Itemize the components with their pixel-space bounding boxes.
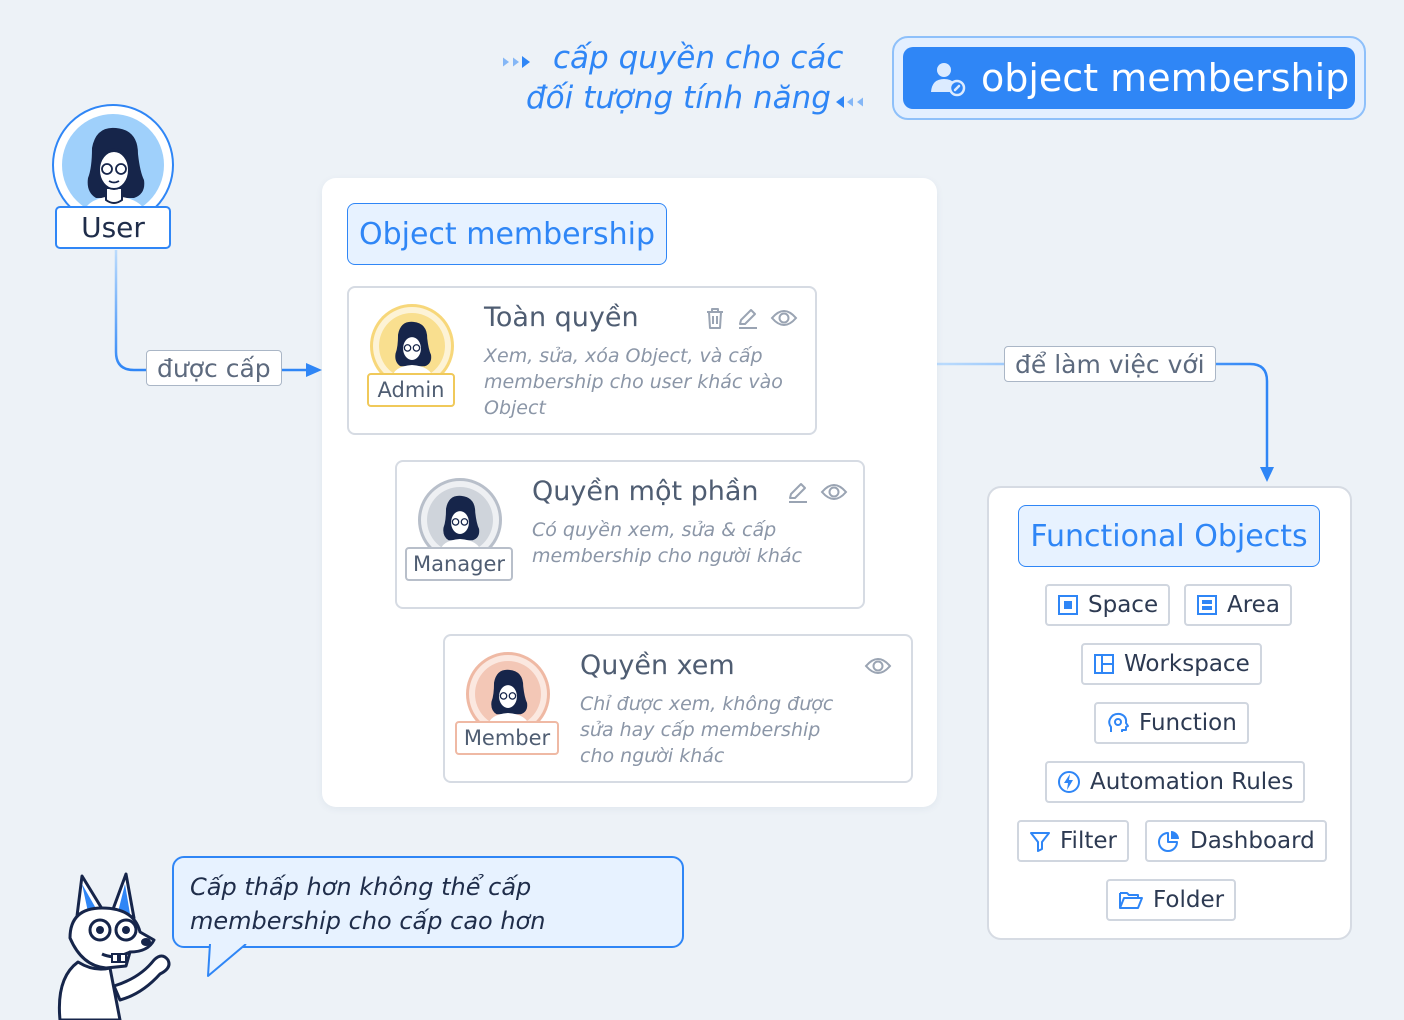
woman-avatar-icon <box>439 495 482 553</box>
chip-area[interactable]: Area <box>1184 584 1292 626</box>
chip-folder[interactable]: Folder <box>1106 879 1237 921</box>
edit-icon[interactable] <box>736 306 760 330</box>
granted-connector-label: được cấp <box>146 350 282 386</box>
chip-filter[interactable]: Filter <box>1017 820 1129 862</box>
manager-badge: Manager <box>405 547 513 581</box>
functional-objects-title: Functional Objects <box>1018 505 1320 567</box>
chip-space-label: Space <box>1088 592 1159 618</box>
admin-badge: Admin <box>367 373 455 407</box>
woman-avatar-icon <box>391 321 434 379</box>
member-role-description: Chỉ được xem, không được sửa hay cấp mem… <box>580 693 834 767</box>
function-gear-icon <box>1108 712 1129 732</box>
arrows-left-icon <box>836 96 864 108</box>
edit-icon[interactable] <box>786 480 810 504</box>
pie-chart-icon <box>1158 831 1179 852</box>
woman-avatar-icon <box>487 669 530 727</box>
admin-role-title: Toàn quyền <box>484 302 639 333</box>
chip-filter-label: Filter <box>1060 828 1117 854</box>
header-tagline: cấp quyền cho các đối tượng tính năng <box>500 40 880 120</box>
object-membership-button[interactable]: object membership <box>903 47 1355 109</box>
admin-actions <box>704 306 798 330</box>
chip-workspace[interactable]: Workspace <box>1081 643 1262 685</box>
arrows-right-icon <box>502 56 530 68</box>
eye-icon[interactable] <box>770 306 798 330</box>
work-with-connector-label: để làm việc với <box>1004 346 1216 382</box>
chip-automation-rules-label: Automation Rules <box>1090 769 1294 795</box>
admin-role-description: Xem, sửa, xóa Object, và cấp membership … <box>484 345 783 419</box>
square-icon <box>1058 595 1078 615</box>
manager-actions <box>786 480 848 504</box>
chip-dashboard-label: Dashboard <box>1190 828 1315 854</box>
chip-automation-rules[interactable]: Automation Rules <box>1045 761 1306 803</box>
layout-icon <box>1094 654 1114 674</box>
object-membership-title: Object membership <box>347 203 667 265</box>
area-icon <box>1197 595 1217 615</box>
member-badge: Member <box>455 721 559 755</box>
trash-icon[interactable] <box>704 306 726 330</box>
member-actions <box>864 654 892 678</box>
eye-icon[interactable] <box>820 480 848 504</box>
member-role-title: Quyền xem <box>580 650 735 681</box>
tagline-line-2: đối tượng tính năng <box>526 80 831 116</box>
chip-folder-label: Folder <box>1153 887 1225 913</box>
tagline-line-1: cấp quyền cho các <box>553 40 844 76</box>
chip-area-label: Area <box>1227 592 1280 618</box>
funnel-icon <box>1030 832 1050 852</box>
object-membership-button-frame: object membership <box>892 36 1366 120</box>
dog-mascot-icon <box>57 872 171 1020</box>
eye-icon[interactable] <box>864 654 892 678</box>
woman-avatar-icon <box>82 127 148 216</box>
speech-bubble-tail <box>207 944 247 977</box>
manager-role-description: Có quyền xem, sửa & cấp membership cho n… <box>532 519 802 567</box>
lightning-icon <box>1058 771 1080 793</box>
object-membership-button-label: object membership <box>981 56 1350 100</box>
chip-dashboard[interactable]: Dashboard <box>1145 820 1327 862</box>
user-label: User <box>55 206 171 249</box>
chip-space[interactable]: Space <box>1045 584 1171 626</box>
chip-function[interactable]: Function <box>1094 702 1249 744</box>
mascot-speech-bubble: Cấp thấp hơn không thể cấp membership ch… <box>172 856 684 948</box>
manager-avatar <box>418 478 502 562</box>
manager-role-title: Quyền một phần <box>532 476 759 507</box>
chip-workspace-label: Workspace <box>1124 651 1250 677</box>
chip-function-label: Function <box>1139 710 1237 736</box>
folder-icon <box>1119 892 1143 909</box>
user-key-icon <box>931 63 966 97</box>
